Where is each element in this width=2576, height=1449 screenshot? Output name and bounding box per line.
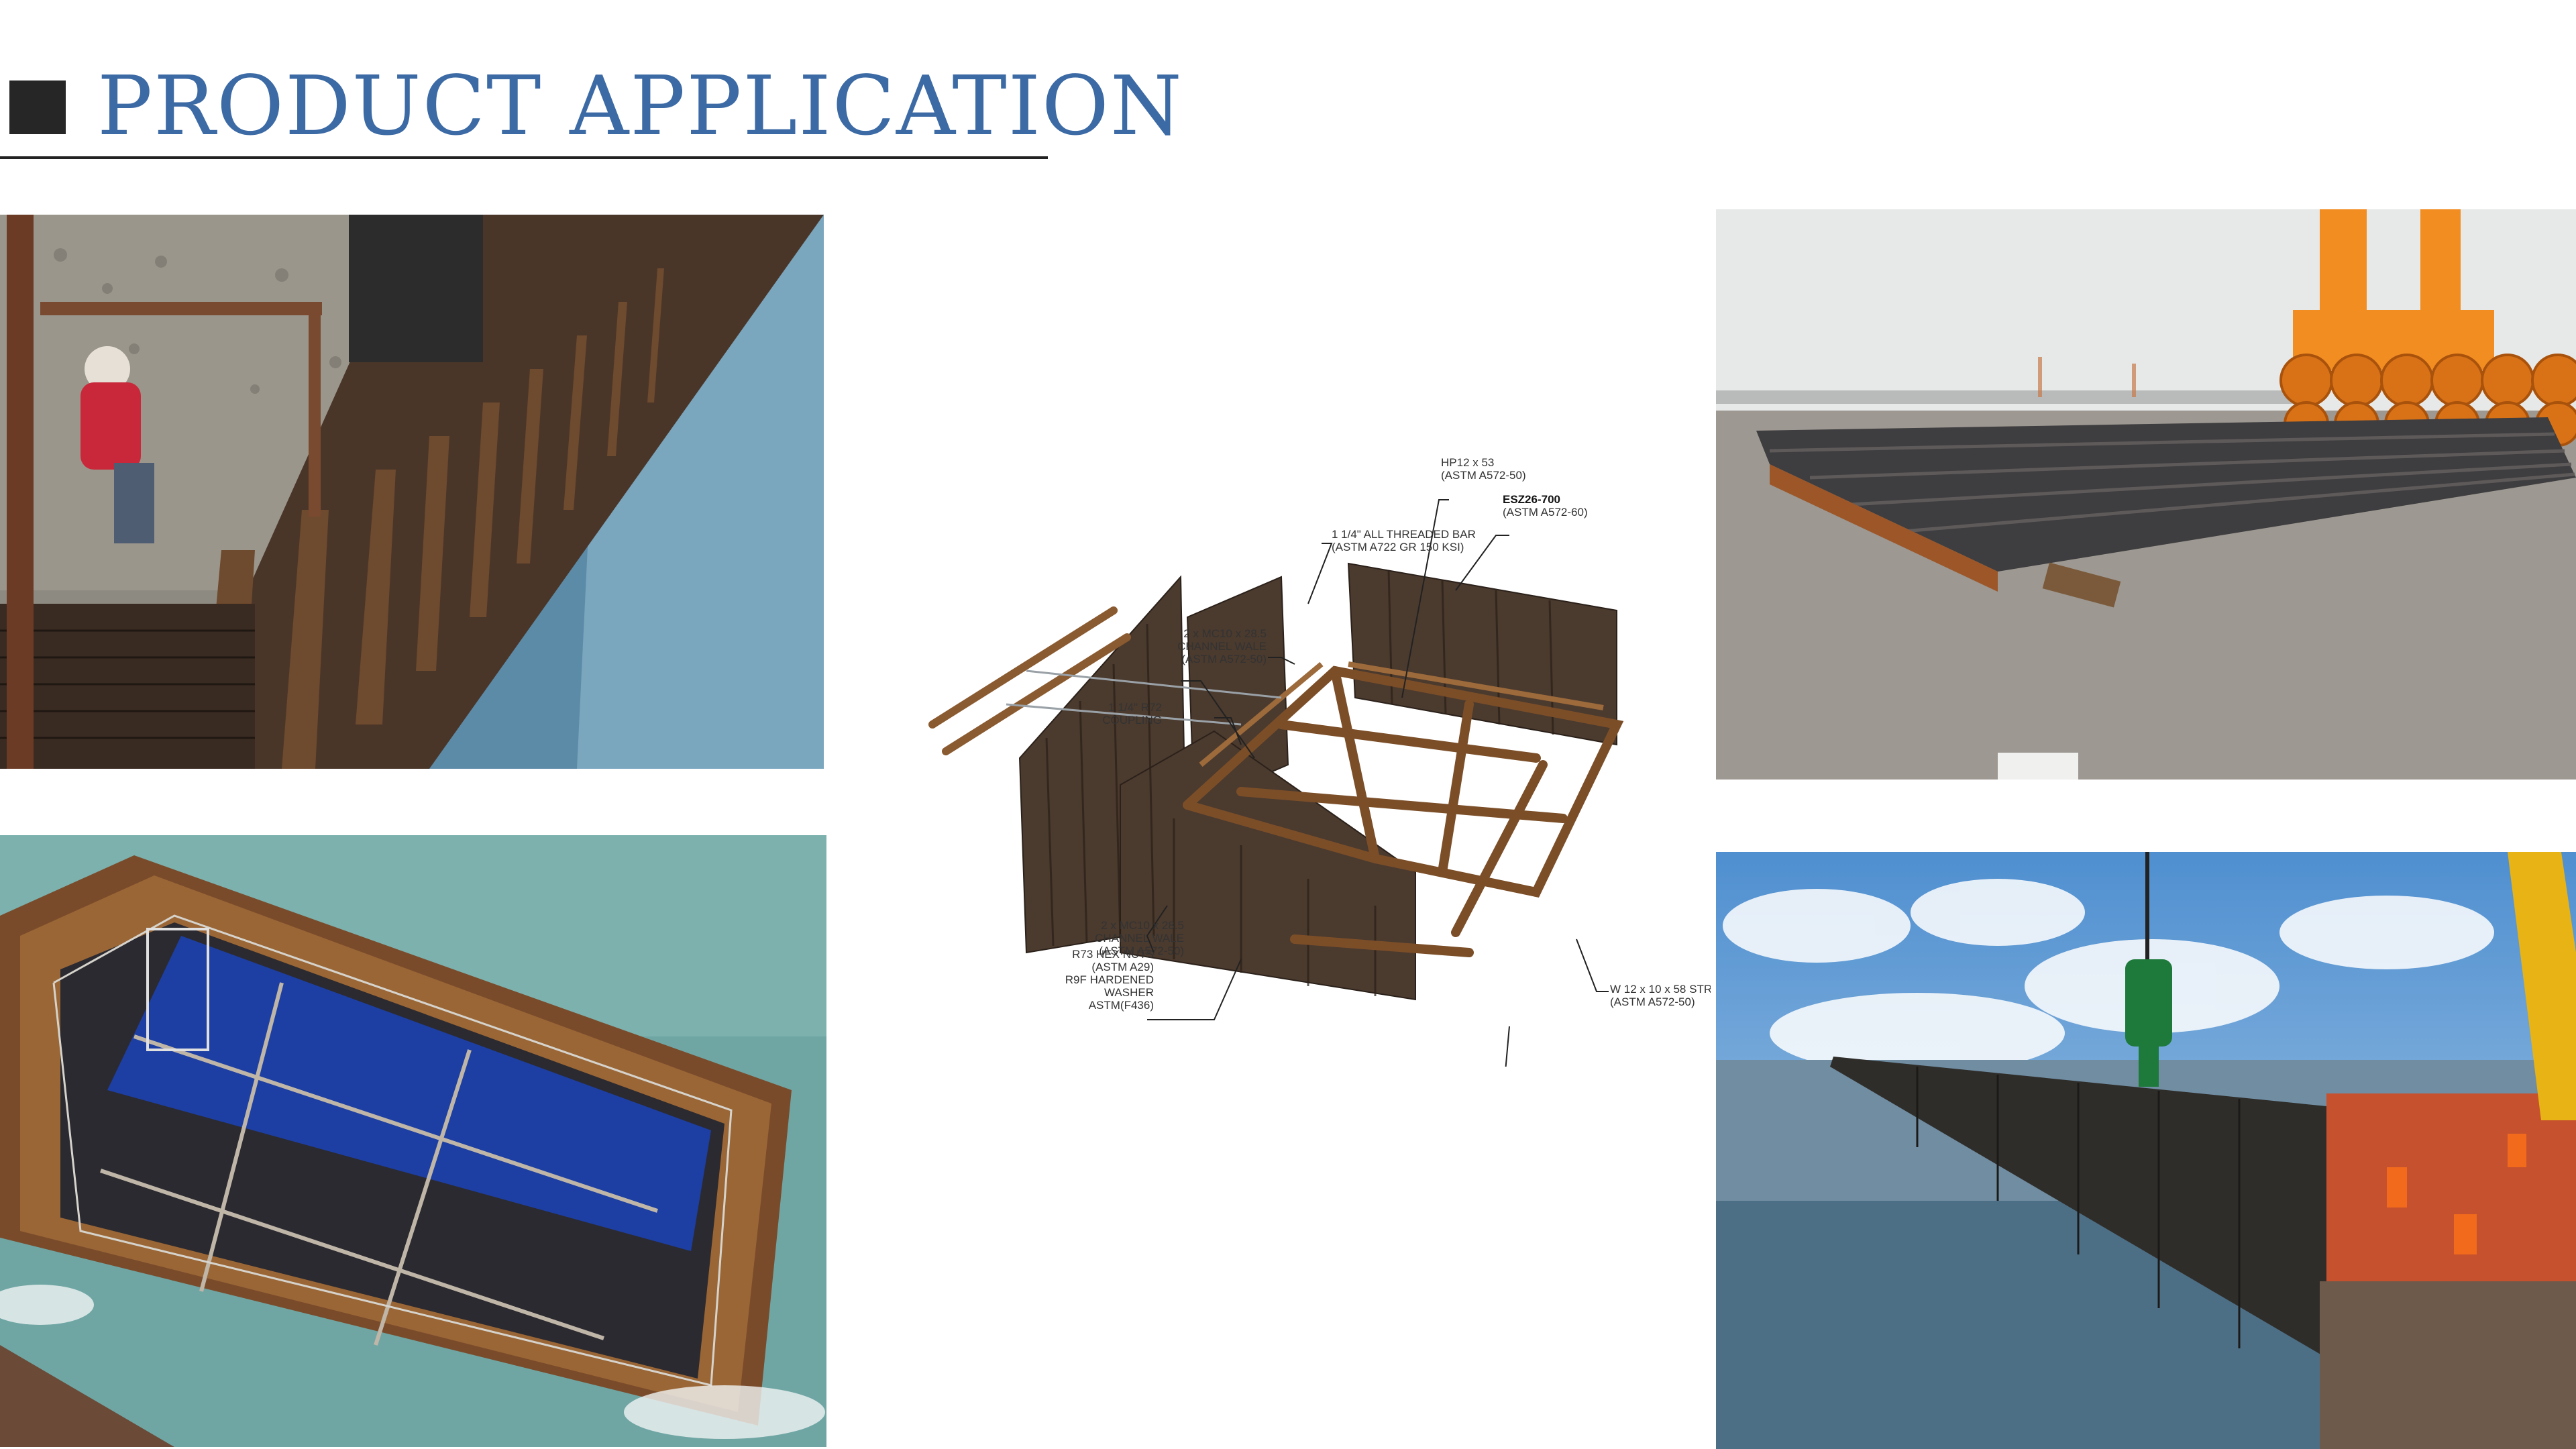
diagram-label-nuts: R73 HEX NUTS: [1072, 948, 1154, 961]
diagram-label-esz: (ASTM A572-60): [1503, 506, 1588, 519]
cofferdam-aerial-photo: [0, 835, 826, 1447]
diagram-label-wale-mid: 2 x MC10 x 28.5: [1101, 919, 1184, 932]
diagram-label-bar: 1 1/4" ALL THREADED BAR: [1332, 528, 1476, 541]
title-square-icon: [9, 80, 66, 134]
diagram-label-strut: W 12 x 10 x 58 STRUT: [1610, 983, 1711, 996]
diagram-label-wale-mid: CHANNEL WALE: [1095, 932, 1184, 945]
cofferdam-bracing-diagram: HP12 x 53(ASTM A572-50)ESZ26-700(ASTM A5…: [865, 443, 1727, 1109]
diagram-label-wale-top: 2 x MC10 x 28.5: [1183, 627, 1267, 640]
title-underline: [0, 156, 1048, 159]
diagram-label-coupling: 1 1/4" R72: [1108, 701, 1162, 714]
welder-sheet-pile-wall-photo: [0, 215, 824, 769]
diagram-label-hp: (ASTM A572-50): [1441, 469, 1526, 482]
diagram-label-strut: (ASTM A572-50): [1610, 996, 1695, 1008]
diagram-label-nuts: ASTM(F436): [1089, 999, 1154, 1012]
port-sheet-pile-stack-photo: [1716, 209, 2576, 780]
pile-driving-barge-photo: [1716, 852, 2576, 1449]
diagram-label-nuts: (ASTM A29): [1091, 961, 1154, 973]
diagram-label-nuts: WASHER: [1104, 986, 1154, 999]
diagram-label-coupling: COUPLING: [1102, 714, 1162, 727]
diagram-label-nuts: R9F HARDENED: [1065, 973, 1154, 986]
diagram-label-hp: HP12 x 53: [1441, 456, 1494, 469]
diagram-label-wale-top: (ASTM A572-50): [1181, 653, 1267, 665]
diagram-label-esz: ESZ26-700: [1503, 493, 1560, 506]
diagram-label-wale-top: CHANNEL WALE: [1177, 640, 1267, 653]
page-title: PRODUCT APPLICATION: [97, 58, 1183, 154]
channel-wale-bottom: [942, 633, 1131, 755]
front-sheet-pile-wall: [1120, 730, 1416, 1001]
diagram-label-bar: (ASTM A722 GR 150 KSI): [1332, 541, 1464, 553]
diagram-label-wale-mid: (ASTM A572-50): [1099, 945, 1184, 957]
channel-wale-top: [928, 606, 1118, 729]
